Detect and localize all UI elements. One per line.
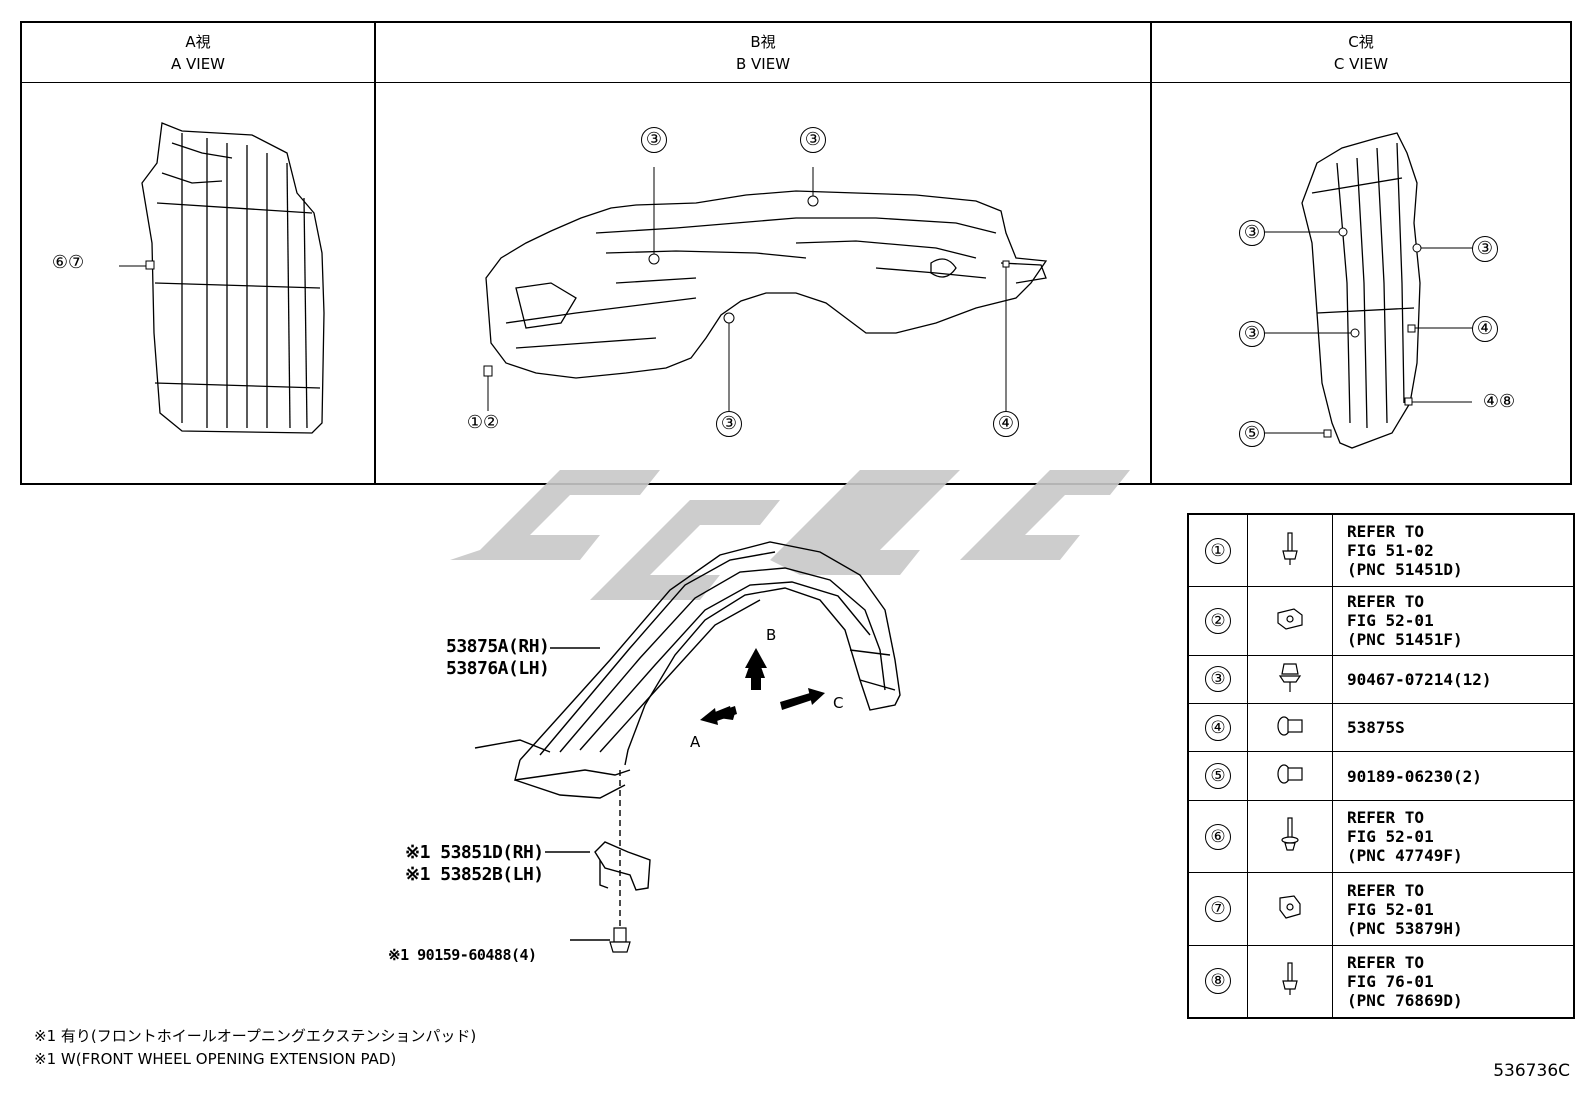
legend-row: ⑥ REFER TO FIG 52-01 (PNC 47749F) [1187,799,1575,874]
panel-a-header: A視 A VIEW [22,23,374,83]
b-view-drawing [483,167,1048,411]
part-label-liner-rh: 53875A(RH) [446,636,550,657]
legend-num: ② [1205,607,1231,634]
b-callout-3-bottom: ③ [716,411,742,437]
legend-num: ⑧ [1205,968,1231,995]
c-view-body: ③ ③ ③ ④ ④⑧ ⑤ [1152,83,1570,483]
legend-text: 90189-06230(2) [1332,751,1575,801]
part-label-bolt: ※1 90159-60488(4) [388,946,537,964]
diagram-code: 536736C [1493,1061,1570,1081]
grommet-icon [1277,764,1303,784]
part-label-pad-lh: ※1 53852B(LH) [405,864,544,885]
arrow-c [780,693,812,710]
legend-num: ⑤ [1205,763,1231,790]
screw-washer-icon [1281,816,1299,851]
panel-a-view: A視 A VIEW [22,23,374,483]
clip-icon [1278,663,1302,693]
c-view-title-jp: C視 [1348,33,1374,51]
part-label-pad-rh: ※1 53851D(RH) [405,842,544,863]
legend-text: REFER TO FIG 76-01 (PNC 76869D) [1332,944,1575,1019]
bolt-icon [609,927,631,953]
panel-c-view: C視 C VIEW [1150,23,1570,483]
arrow-a [712,706,737,722]
c-callout-3-right: ③ [1472,236,1498,262]
panel-b-header: B視 B VIEW [376,23,1150,83]
c-callout-3-lower-left: ③ [1239,321,1265,347]
footnote-jp: ※1 有り(フロントホイールオープニングエクステンションパッド) [34,1027,477,1045]
b-clip-2 [807,195,819,207]
main-liner-drawing [474,541,901,953]
legend-num: ③ [1205,666,1231,693]
legend-num: ⑦ [1205,896,1231,923]
callout-6-7: ⑥⑦ [42,251,94,275]
legend-num: ① [1205,537,1231,564]
b-callout-4: ④ [993,411,1019,437]
b-callout-3-top-left: ③ [641,127,667,153]
b-clip-1 [648,253,660,265]
a-view-title-jp: A視 [185,33,211,51]
b-screw [483,365,493,377]
views-box: A視 A VIEW [20,21,1572,485]
panel-b-view: B視 B VIEW [374,23,1150,483]
c-view-drawing [1264,132,1472,449]
legend-num: ④ [1205,714,1231,741]
c-callout-4-8: ④⑧ [1472,390,1526,414]
b-clip-3 [723,312,735,324]
legend-row: ④ 53875S [1187,702,1575,753]
legend-text: REFER TO FIG 52-01 (PNC 47749F) [1332,799,1575,874]
grommet-icon [1277,716,1303,736]
c-callout-3-upper-left: ③ [1239,220,1265,246]
a-view-title-en: A VIEW [170,55,226,73]
b-callout-3-top-right: ③ [800,127,826,153]
b-view-title-en: B VIEW [735,55,791,73]
legend-row: ② REFER TO FIG 52-01 (PNC 51451F) [1187,586,1575,656]
b-grommet [1002,260,1010,268]
c-callout-5: ⑤ [1239,421,1265,447]
a-view-clip [145,260,155,270]
c-view-title-en: C VIEW [1333,55,1389,73]
arrow-label-b: B [766,626,777,644]
part-label-liner-lh: 53876A(LH) [446,658,550,679]
legend-row: ⑤ 90189-06230(2) [1187,751,1575,801]
legend-row: ⑦ REFER TO FIG 52-01 (PNC 53879H) [1187,872,1575,946]
panel-c-header: C視 C VIEW [1152,23,1570,83]
b-view-body: ③ ③ ③ ④ ①② [376,83,1150,483]
nut-clip-icon [1277,608,1303,630]
legend-text: REFER TO FIG 52-01 (PNC 53879H) [1332,872,1575,946]
a-view-body: ⑥⑦ [22,83,374,483]
legend-row: ⑧ REFER TO FIG 76-01 (PNC 76869D) [1187,944,1575,1019]
legend-num: ⑥ [1205,823,1231,850]
watermark-logo [450,470,1130,600]
b-callout-1-2: ①② [454,411,512,435]
legend-text: 53875S [1332,702,1575,753]
screw-icon [1282,531,1298,565]
nut-clip-icon [1279,895,1301,919]
legend-row: ① REFER TO FIG 51-02 (PNC 51451D) [1187,513,1575,588]
legend-text: 90467-07214(12) [1332,654,1575,704]
arrow-label-c: C [833,694,844,712]
legend-row: ③ 90467-07214(12) [1187,654,1575,704]
legend-text: REFER TO FIG 52-01 (PNC 51451F) [1332,586,1575,656]
legend-text: REFER TO FIG 51-02 (PNC 51451D) [1332,513,1575,588]
arrow-b [751,664,761,690]
c-callout-4: ④ [1472,316,1498,342]
a-view-drawing [119,122,325,434]
screw-icon [1282,962,1298,996]
legend-table: ① REFER TO FIG 51-02 (PNC 51451D) ② REFE… [1187,513,1575,1019]
b-view-title-jp: B視 [750,33,776,51]
footnote-en: ※1 W(FRONT WHEEL OPENING EXTENSION PAD) [34,1050,397,1068]
arrow-label-a: A [690,733,701,751]
